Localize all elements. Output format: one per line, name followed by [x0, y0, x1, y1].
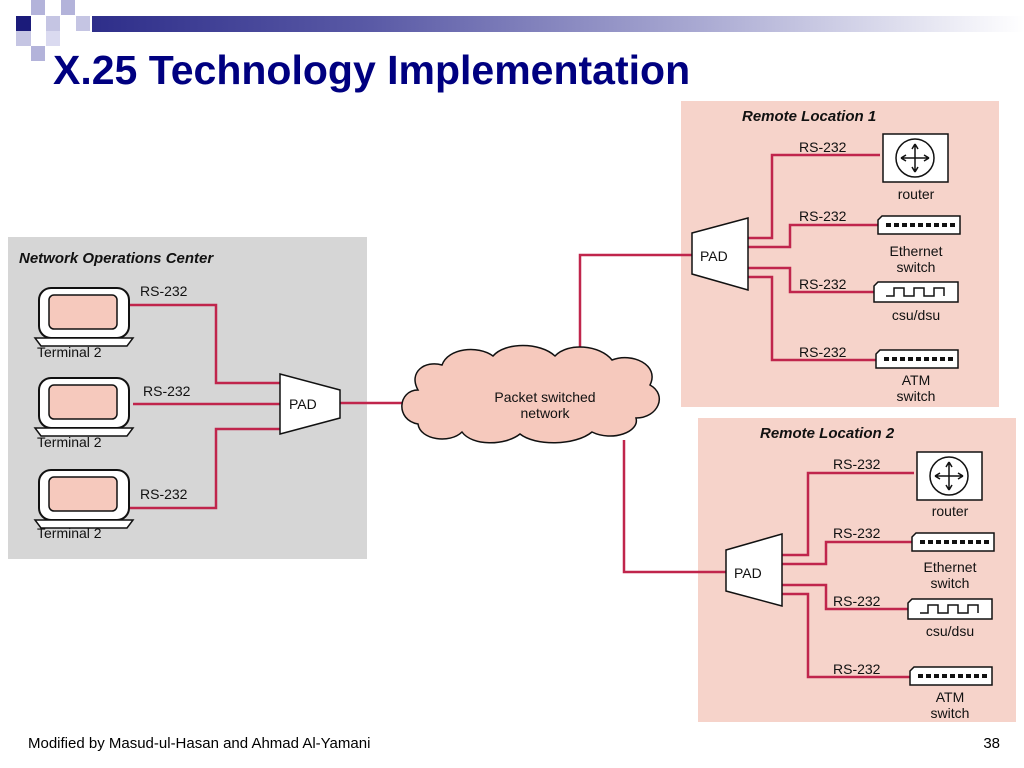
remote-1-csu-label: csu/dsu [892, 307, 940, 323]
terminal-3-label: Terminal 2 [37, 525, 102, 541]
atm-switch-icon [909, 666, 993, 686]
remote-2-ethernet-label-2: switch [931, 575, 970, 591]
csu-dsu-icon [873, 281, 959, 303]
template-square-light-1 [31, 0, 45, 15]
remote-2-atm-label-1: ATM [936, 689, 965, 705]
remote-location-2-title: Remote Location 2 [760, 425, 895, 442]
noc-pad-icon [279, 373, 341, 435]
remote-2-links [782, 471, 914, 679]
remote-2-atm-link-label: RS-232 [833, 661, 881, 677]
terminal-3-link [128, 427, 280, 510]
remote-1-links [748, 153, 880, 362]
cloud-to-remote-2-link [622, 440, 726, 574]
csu-dsu-icon [907, 598, 993, 620]
remote-1-ethernet-label-1: Ethernet [890, 243, 943, 259]
terminal-icon [33, 469, 135, 529]
remote-2-router-link-label: RS-232 [833, 456, 881, 472]
title-gradient-bar [92, 16, 1024, 32]
remote-1-ethernet-label-2: switch [897, 259, 936, 275]
router-icon [882, 133, 949, 183]
remote-2-csu-label: csu/dsu [926, 623, 974, 639]
remote-1-atm-label-2: switch [897, 388, 936, 404]
remote-1-ethernet-link-label: RS-232 [799, 208, 847, 224]
cloud-label-line-1: Packet switched [494, 389, 595, 405]
remote-1-atm-label-1: ATM [902, 372, 931, 388]
remote-2-atm-label-2: switch [931, 705, 970, 721]
noc-pad-label: PAD [289, 396, 317, 412]
template-square-light-4 [16, 31, 31, 46]
remote-location-1-title: Remote Location 1 [742, 108, 876, 125]
terminal-icon [33, 287, 135, 347]
terminal-1-link [128, 303, 280, 385]
router-icon [916, 451, 983, 501]
cloud-to-remote-1-link [578, 253, 692, 362]
remote-2-ethernet-link-label: RS-232 [833, 525, 881, 541]
remote-1-pad-label: PAD [700, 248, 728, 264]
cloud-label-line-2: network [520, 405, 570, 421]
remote-2-router-label: router [932, 503, 969, 519]
template-square-light-5 [31, 46, 45, 61]
terminal-3-link-label: RS-232 [140, 486, 188, 502]
remote-1-atm-link-label: RS-232 [799, 344, 847, 360]
ethernet-switch-icon [877, 215, 961, 235]
footer-credit: Modified by Masud-ul-Hasan and Ahmad Al-… [28, 735, 371, 752]
remote-1-router-label: router [898, 186, 935, 202]
template-square-light-7 [76, 16, 90, 31]
terminal-2-label: Terminal 2 [37, 434, 102, 450]
remote-1-router-link-label: RS-232 [799, 139, 847, 155]
noc-title: Network Operations Center [19, 250, 214, 267]
terminal-1-link-label: RS-232 [140, 283, 188, 299]
template-square-light-3 [61, 0, 75, 15]
packet-switched-cloud-icon [401, 344, 661, 444]
remote-1-csu-link-label: RS-232 [799, 276, 847, 292]
template-square-navy [16, 16, 31, 31]
remote-2-pad-icon [725, 533, 783, 607]
terminal-icon [33, 377, 135, 437]
terminal-2-link-label: RS-232 [143, 383, 191, 399]
remote-2-ethernet-label-1: Ethernet [924, 559, 977, 575]
remote-2-csu-link-label: RS-232 [833, 593, 881, 609]
terminal-1-label: Terminal 2 [37, 344, 102, 360]
remote-1-pad-icon [691, 217, 749, 291]
template-square-light-2 [46, 16, 60, 31]
template-square-light-6 [46, 31, 60, 46]
slide-title: X.25 Technology Implementation [53, 47, 691, 93]
page-number: 38 [983, 735, 1000, 752]
ethernet-switch-icon [911, 532, 995, 552]
remote-2-pad-label: PAD [734, 565, 762, 581]
atm-switch-icon [875, 349, 959, 369]
noc-links [128, 253, 726, 574]
